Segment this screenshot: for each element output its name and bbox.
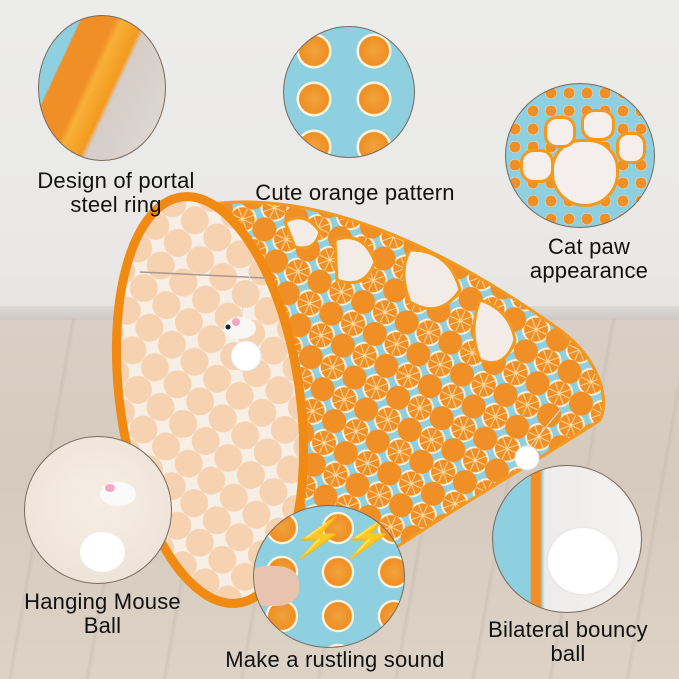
- feature-label-cat-paw: Cat paw appearance: [529, 234, 649, 283]
- feature-label-bouncy-ball: Bilateral bouncy ball: [488, 617, 648, 666]
- pompom-ball: [80, 532, 125, 572]
- finger: [254, 566, 299, 606]
- feature-circle-rustling: ⚡⚡: [253, 505, 405, 648]
- feature-label-portal-ring: Design of portal steel ring: [37, 168, 195, 217]
- pompom-ball: [548, 528, 618, 594]
- feature-circle-cat-paw: [505, 83, 655, 228]
- sound-burst-icon: ⚡⚡: [287, 516, 400, 560]
- paw-toe-2: [544, 116, 576, 148]
- feature-circle-orange-pattern: [283, 26, 415, 158]
- paw-toe-4: [616, 132, 646, 164]
- feature-circle-hanging-mouse: [24, 436, 172, 584]
- paw-pad-main: [551, 139, 619, 207]
- feature-label-orange-pattern: Cute orange pattern: [255, 180, 455, 205]
- paw-toe-1: [520, 149, 554, 183]
- mouse-ear: [105, 484, 115, 492]
- feature-circle-portal-ring: [38, 15, 166, 161]
- paw-toe-3: [581, 109, 615, 141]
- feature-circle-bouncy-ball: [492, 465, 642, 613]
- feature-label-hanging-mouse: Hanging Mouse Ball: [24, 589, 181, 638]
- feature-label-rustling: Make a rustling sound: [225, 647, 445, 672]
